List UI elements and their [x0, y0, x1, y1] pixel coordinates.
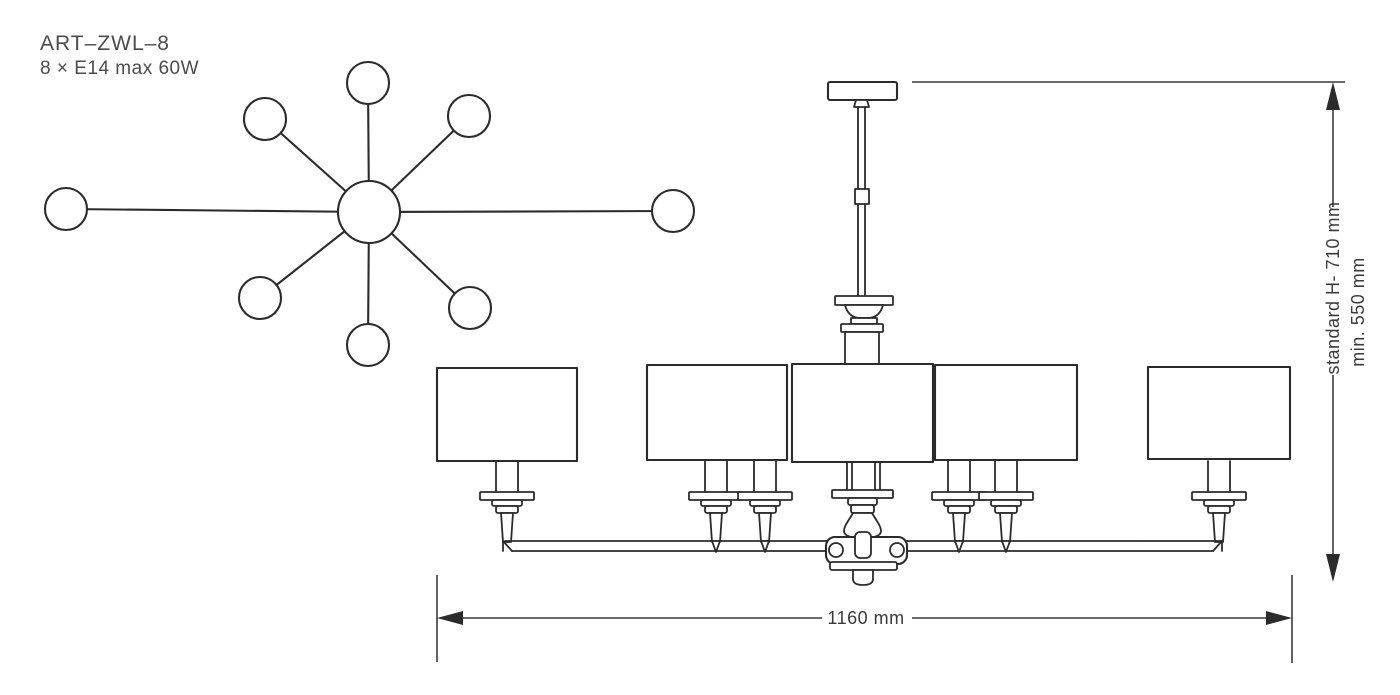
width-arrow-left — [437, 611, 463, 625]
height-arrow-up — [1326, 82, 1340, 110]
hub-center-pin — [854, 531, 872, 559]
hub-ring-1 — [847, 497, 878, 506]
suspension-rod-lower — [857, 203, 866, 297]
candle-socket-1 — [479, 460, 535, 543]
rod-joint — [854, 188, 870, 205]
candle-socket-6 — [1191, 460, 1247, 543]
hub-bobeche — [831, 489, 894, 499]
standard-height-label: standard H- 710 mm — [1323, 201, 1343, 374]
finial — [852, 569, 874, 586]
shade-5 — [1146, 365, 1292, 461]
hub-arm-port-right — [889, 542, 905, 558]
suspension-rod-upper — [857, 106, 866, 190]
stem-tip-3 — [760, 540, 770, 553]
shade-3-center — [790, 362, 935, 464]
candle-socket-3 — [737, 460, 793, 543]
left-arm — [502, 540, 830, 552]
height-arrow-down — [1326, 554, 1340, 582]
candle-socket-2 — [688, 460, 744, 543]
hub-arm-port-left — [828, 542, 844, 558]
drawing-header: ART–ZWL–8 8 × E14 max 60W — [40, 32, 199, 79]
stem-tip-2 — [711, 540, 721, 553]
shade-1 — [435, 366, 579, 463]
plan-bulb-right — [650, 188, 696, 234]
height-dimension: standard H- 710 mm min. 550 mm — [912, 81, 1368, 582]
plan-bulb-top-left — [242, 96, 288, 142]
column-cap — [840, 323, 884, 333]
hub-bottom-plate — [829, 561, 898, 571]
canopy-collar — [853, 99, 870, 108]
plan-bulb-top — [345, 60, 391, 106]
plan-bulb-bottom-left — [237, 275, 283, 321]
candle-socket-4 — [931, 460, 987, 543]
plan-view — [43, 60, 696, 368]
shade-4 — [933, 363, 1079, 462]
ceiling-canopy — [826, 80, 899, 102]
plan-bulb-bottom-right — [447, 285, 493, 331]
hub-ring-2 — [850, 504, 875, 514]
rod-collar-plate — [834, 295, 894, 306]
width-label: 1160 mm — [827, 608, 904, 628]
stem-tip-5 — [1001, 540, 1011, 553]
bell-cup — [844, 304, 884, 319]
shade-2 — [645, 363, 789, 462]
plan-bulb-bottom — [345, 322, 391, 368]
stem-tip-4 — [954, 540, 964, 553]
width-dimension: 1160 mm — [436, 575, 1293, 663]
plan-bulb-top-right — [446, 93, 492, 139]
width-arrow-right — [1266, 611, 1292, 625]
center-hub-assembly — [824, 461, 909, 586]
candle-socket-5 — [978, 460, 1034, 543]
hub-column — [846, 461, 881, 491]
product-code-label: ART–ZWL–8 — [40, 32, 170, 55]
right-arm — [895, 540, 1223, 552]
lamp-spec-label: 8 × E14 max 60W — [40, 58, 199, 79]
central-column — [844, 331, 880, 368]
min-height-label: min. 550 mm — [1348, 257, 1368, 367]
elevation-view — [435, 80, 1292, 586]
plan-bulb-left — [43, 186, 89, 232]
plan-center-hub — [336, 179, 402, 245]
